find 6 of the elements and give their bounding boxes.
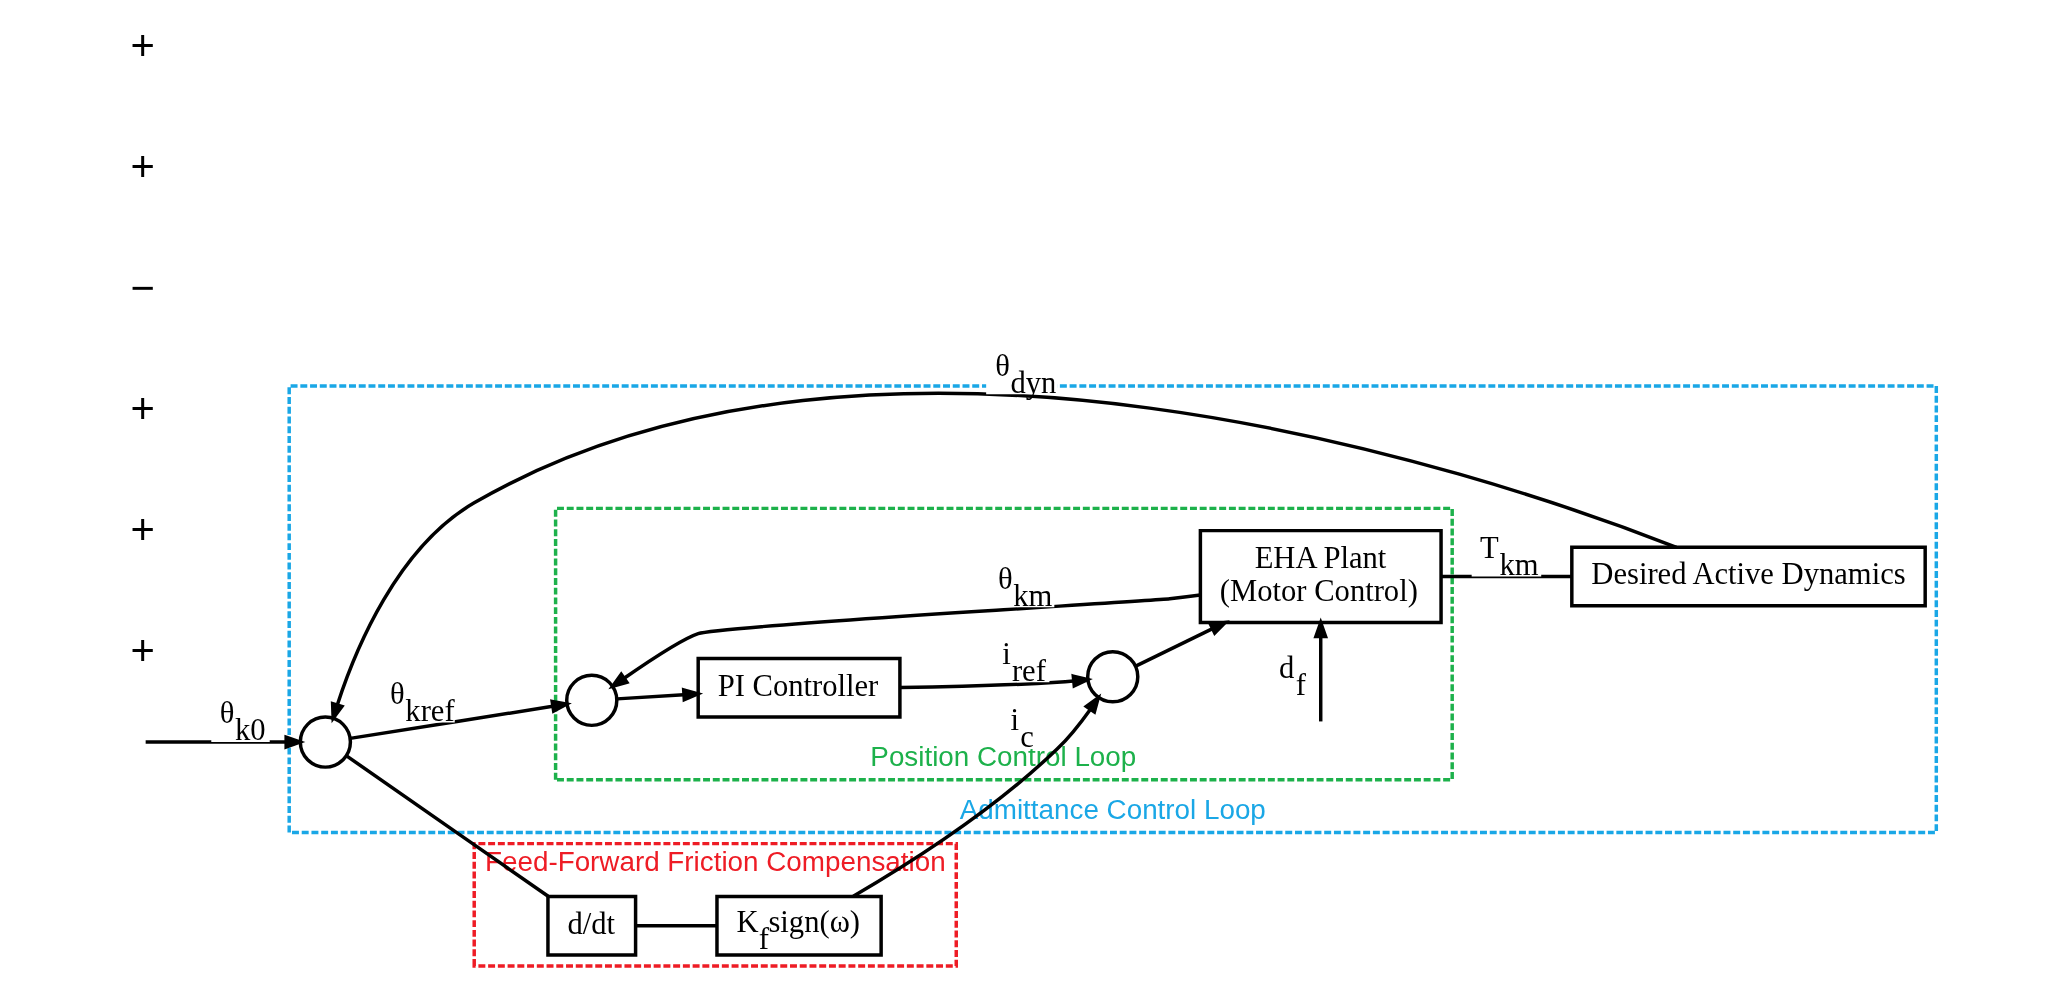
label: − bbox=[130, 263, 155, 311]
label: + bbox=[130, 384, 155, 432]
label: + bbox=[130, 142, 155, 190]
label: + bbox=[130, 626, 155, 674]
label: + bbox=[130, 21, 155, 69]
label: + bbox=[130, 505, 155, 553]
